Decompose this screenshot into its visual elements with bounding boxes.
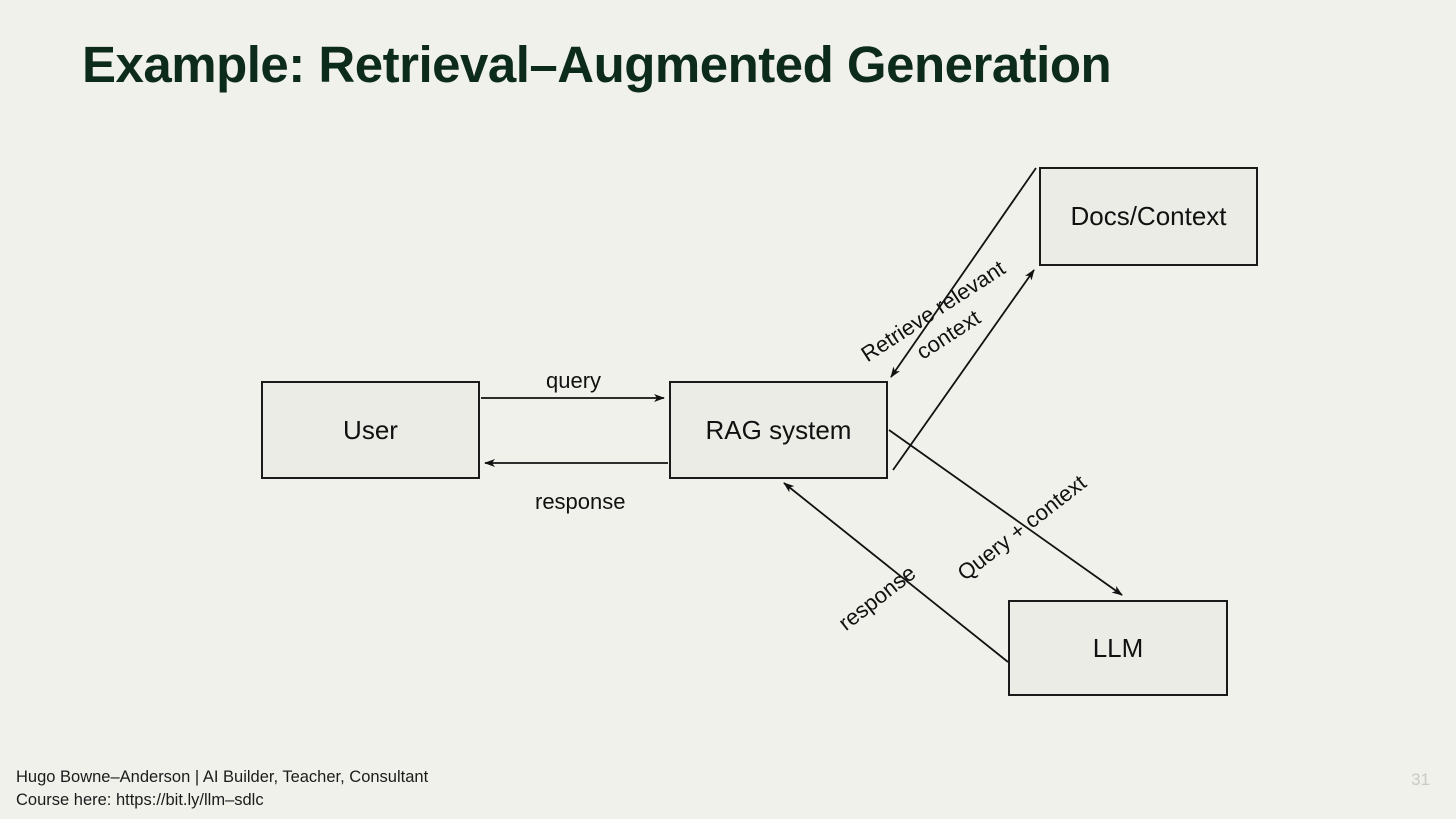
- page-number: 31: [1411, 770, 1430, 789]
- edge-label-response: response: [535, 489, 626, 514]
- node-docs-context-label: Docs/Context: [1070, 201, 1227, 231]
- footer-author: Hugo Bowne–Anderson | AI Builder, Teache…: [16, 768, 429, 786]
- node-docs-context[interactable]: Docs/Context: [1039, 167, 1258, 266]
- page-title: Example: Retrieval–Augmented Generation: [82, 36, 1112, 93]
- edge-label-query: query: [546, 368, 602, 393]
- node-rag-system[interactable]: RAG system: [669, 381, 888, 479]
- node-llm[interactable]: LLM: [1008, 600, 1228, 696]
- node-user[interactable]: User: [261, 381, 480, 479]
- edge-rag-to-docs: [892, 269, 1035, 471]
- edge-rag-to-llm: [888, 429, 1123, 596]
- edge-llm-to-rag: [783, 482, 1009, 663]
- footer-course-link: Course here: https://bit.ly/llm–sdlc: [16, 791, 264, 810]
- edge-docs-to-rag: [890, 167, 1037, 378]
- node-rag-system-label: RAG system: [705, 414, 852, 445]
- footer: Hugo Bowne–Anderson | AI Builder, Teache…: [16, 766, 428, 813]
- node-llm-label: LLM: [1092, 632, 1144, 663]
- node-user-label: User: [343, 414, 398, 445]
